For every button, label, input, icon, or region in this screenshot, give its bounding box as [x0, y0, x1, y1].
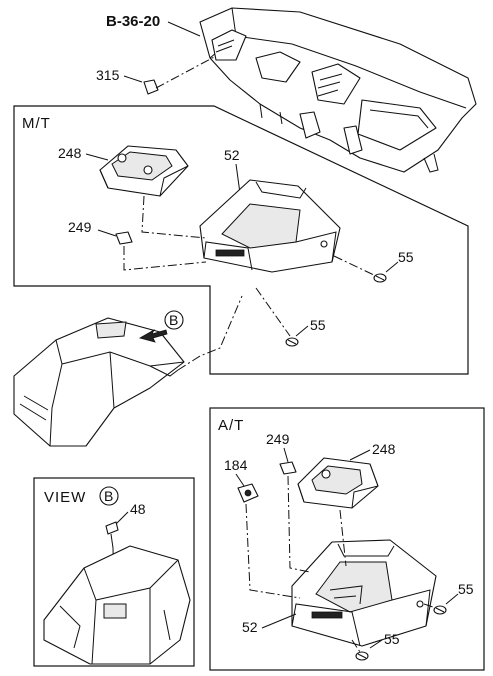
callout-315: 315: [96, 67, 120, 83]
callout-184: 184: [224, 457, 248, 473]
dashboard-drawing: [199, 7, 477, 173]
console-52-mt: [199, 179, 341, 273]
gear-boot-248-at: [297, 457, 379, 509]
view-marker: B: [104, 488, 113, 504]
at-frame: [209, 407, 485, 671]
bracket-view: [43, 545, 191, 665]
callout-52-at: 52: [242, 619, 258, 635]
view-frame: [33, 477, 195, 667]
callout-55-at-a: 55: [458, 581, 474, 597]
reference-code: B-36-20: [106, 13, 160, 30]
clip-315: [143, 79, 159, 95]
view-label: VIEW: [44, 489, 86, 506]
floor-tunnel: [13, 317, 185, 447]
console-52-at: [291, 539, 437, 647]
mt-frame: [13, 105, 469, 375]
gear-boot-248-mt: [99, 145, 189, 197]
callout-249-mt: 249: [68, 219, 92, 235]
clip-249-mt: [115, 231, 133, 245]
mt-label: M/T: [22, 115, 51, 132]
screw-55-mt-a: [373, 273, 387, 283]
screw-55-at-a: [433, 605, 447, 615]
callout-55-at-b: 55: [384, 631, 400, 647]
view-arrow-marker: B: [169, 312, 178, 328]
screw-55-at-b: [355, 651, 369, 661]
screw-55-mt-b: [285, 337, 299, 347]
switch-184: [237, 483, 259, 503]
callout-55-mt-b: 55: [310, 317, 326, 333]
callout-249-at: 249: [266, 431, 290, 447]
arrow-left-icon: [138, 328, 168, 343]
at-label: A/T: [218, 417, 244, 434]
callout-52-mt: 52: [224, 147, 240, 163]
callout-248-at: 248: [372, 441, 396, 457]
callout-55-mt-a: 55: [398, 249, 414, 265]
callout-48: 48: [130, 501, 146, 517]
clip-249-at: [279, 461, 297, 475]
callout-248-mt: 248: [58, 145, 82, 161]
screw-48: [105, 521, 119, 549]
